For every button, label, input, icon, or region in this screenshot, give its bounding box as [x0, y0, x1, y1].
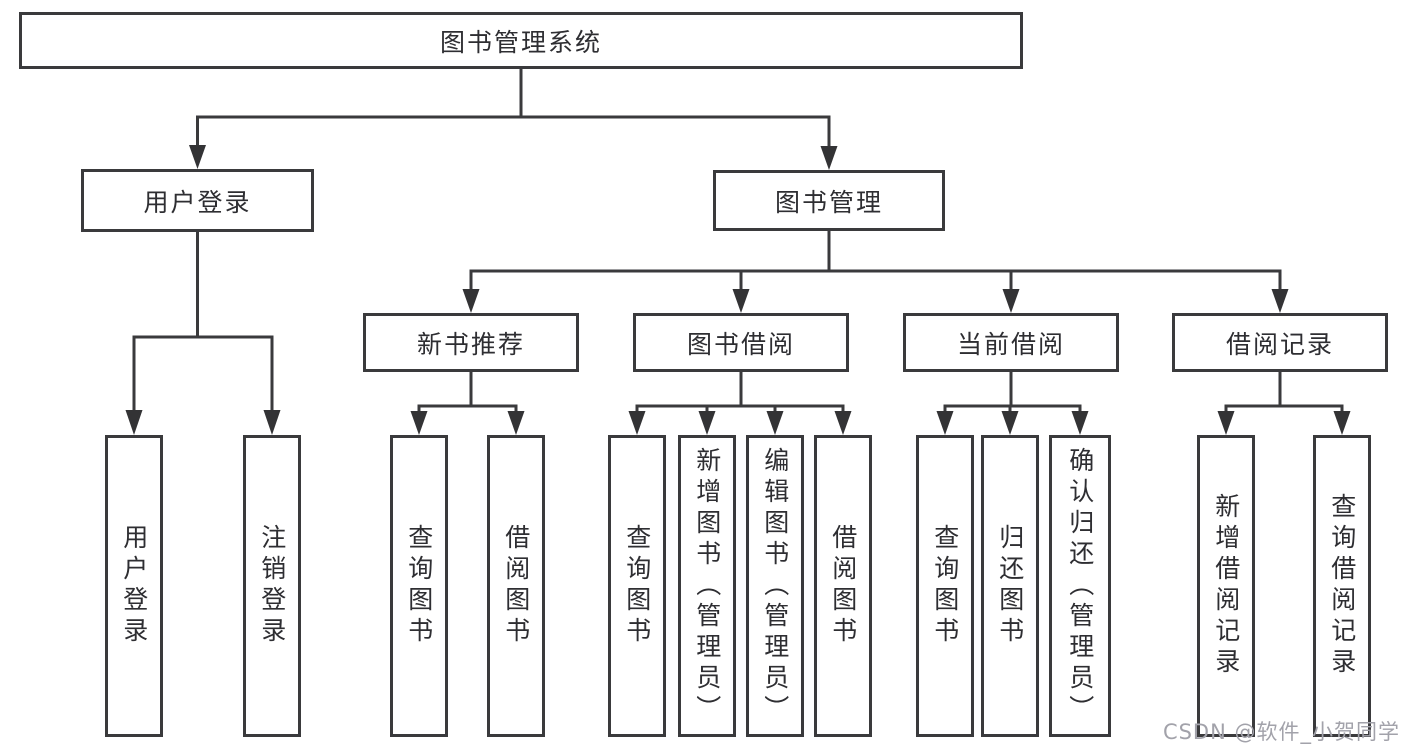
node-label: 图书管理: [774, 187, 883, 217]
connector-book-borrowing-to-leaves: [628, 372, 852, 435]
leaf-confirm-return-admin: 确认归还（管理员）: [1049, 435, 1111, 737]
arrowhead-icon: [698, 411, 716, 435]
arrowhead-icon: [189, 145, 206, 169]
arrowhead-icon: [820, 146, 838, 170]
node-label: 借阅记录: [1225, 329, 1334, 359]
csdn-watermark: CSDN @软件_小贺同学: [1162, 720, 1400, 744]
node-label: 图书借阅: [686, 329, 795, 359]
node-label: 用户登录: [143, 187, 252, 217]
node-new-book-recommendation: 新书推荐: [363, 313, 579, 372]
connector-new-book-recommendation-to-leaves: [410, 372, 525, 435]
arrowhead-icon: [1217, 411, 1235, 435]
node-label: 借阅图书: [828, 524, 858, 648]
node-user-login: 用户登录: [81, 169, 314, 232]
arrowhead-icon: [410, 411, 428, 435]
node-label: 确认归还（管理员）: [1065, 446, 1095, 726]
arrowhead-icon: [1001, 411, 1019, 435]
node-current-borrowing: 当前借阅: [903, 313, 1119, 372]
arrowhead-icon: [263, 410, 281, 435]
node-label: 图书管理系统: [439, 27, 602, 57]
leaf-borrow-books-recommendation: 借阅图书: [487, 435, 545, 737]
connector-current-borrowing-to-leaves: [936, 372, 1089, 435]
node-label: 新增借阅记录: [1211, 493, 1241, 679]
arrowhead-icon: [936, 411, 954, 435]
node-label: 查询借阅记录: [1327, 493, 1357, 679]
arrowhead-icon: [834, 411, 852, 435]
arrowhead-icon: [1271, 289, 1289, 313]
arrowhead-icon: [732, 289, 750, 313]
node-label: 查询图书: [930, 524, 960, 648]
node-label: 新增图书（管理员）: [692, 446, 722, 726]
arrowhead-icon: [462, 289, 480, 313]
leaf-borrow-books-borrowing: 借阅图书: [814, 435, 872, 737]
leaf-user-login: 用户登录: [105, 435, 163, 737]
arrowhead-icon: [1002, 289, 1020, 313]
node-book-borrowing: 图书借阅: [633, 313, 849, 372]
node-label: 归还图书: [995, 524, 1025, 648]
node-label: 注销登录: [257, 524, 287, 648]
node-label: 查询图书: [404, 524, 434, 648]
node-label: 查询图书: [622, 524, 652, 648]
leaf-query-borrow-record: 查询借阅记录: [1313, 435, 1371, 737]
leaf-add-borrow-record: 新增借阅记录: [1197, 435, 1255, 737]
arrowhead-icon: [1071, 411, 1089, 435]
arrowhead-icon: [507, 411, 525, 435]
node-library-management-system: 图书管理系统: [19, 12, 1023, 69]
connector-user-login-to-leaves: [125, 232, 281, 435]
node-label: 用户登录: [119, 524, 149, 648]
arrowhead-icon: [766, 411, 784, 435]
connector-root-to-level2: [189, 69, 838, 170]
leaf-query-books-current: 查询图书: [916, 435, 974, 737]
arrowhead-icon: [1333, 411, 1351, 435]
node-book-management: 图书管理: [713, 170, 945, 231]
leaf-query-books-borrowing: 查询图书: [608, 435, 666, 737]
leaf-query-books-recommendation: 查询图书: [390, 435, 448, 737]
node-label: 借阅图书: [501, 524, 531, 648]
connector-book-management-to-level3: [462, 231, 1289, 313]
arrowhead-icon: [125, 410, 143, 435]
node-borrowing-records: 借阅记录: [1172, 313, 1388, 372]
node-label: 新书推荐: [416, 329, 525, 359]
node-label: 编辑图书（管理员）: [760, 446, 790, 726]
leaf-add-book-admin: 新增图书（管理员）: [678, 435, 736, 737]
node-label: 当前借阅: [956, 329, 1065, 359]
leaf-edit-book-admin: 编辑图书（管理员）: [746, 435, 804, 737]
arrowhead-icon: [628, 411, 646, 435]
leaf-logout: 注销登录: [243, 435, 301, 737]
leaf-return-book: 归还图书: [981, 435, 1039, 737]
connector-borrowing-records-to-leaves: [1217, 372, 1351, 435]
